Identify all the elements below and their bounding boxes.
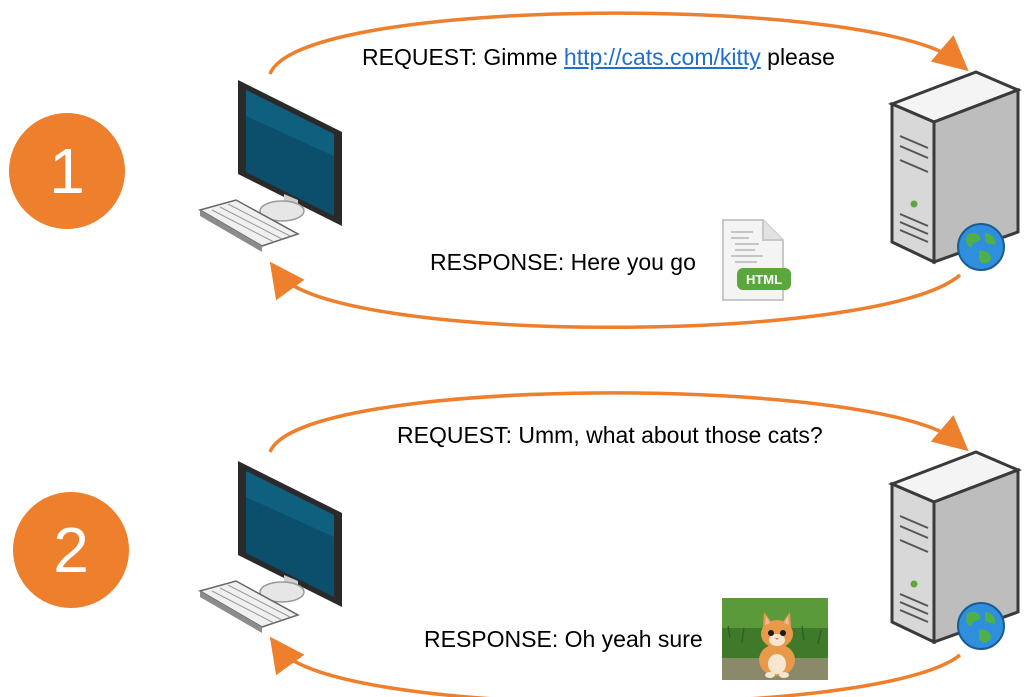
step-2-number: 2 xyxy=(53,514,89,586)
server-2 xyxy=(888,450,1022,645)
response-label-1: RESPONSE: Here you go xyxy=(430,249,696,275)
step-1-badge: 1 xyxy=(9,113,125,229)
client-computer-2 xyxy=(198,461,342,633)
desktop-computer-icon xyxy=(198,80,342,252)
html-file-icon: HTML xyxy=(722,219,791,301)
html-badge-text: HTML xyxy=(746,272,782,287)
globe-icon xyxy=(957,223,1005,271)
client-computer-1 xyxy=(198,80,342,252)
globe-icon xyxy=(957,602,1005,650)
server-tower-icon xyxy=(888,70,1022,265)
step-1-number: 1 xyxy=(49,135,85,207)
server-tower-icon xyxy=(888,450,1022,645)
kitten-photo xyxy=(722,598,828,680)
response-arrow-2 xyxy=(269,636,962,697)
request-label-2: REQUEST: Umm, what about those cats? xyxy=(397,422,823,448)
request-link[interactable]: http://cats.com/kitty xyxy=(563,44,761,70)
response-label-2: RESPONSE: Oh yeah sure xyxy=(424,626,703,652)
request-label-1: REQUEST: Gimme http://cats.com/kitty ple… xyxy=(362,44,835,70)
request-arrow-1 xyxy=(268,11,969,75)
server-1 xyxy=(888,70,1022,265)
response-arrow-1 xyxy=(269,261,962,329)
request-arrow-2 xyxy=(268,391,969,453)
step-2-badge: 2 xyxy=(13,492,129,608)
desktop-computer-icon xyxy=(198,461,342,633)
